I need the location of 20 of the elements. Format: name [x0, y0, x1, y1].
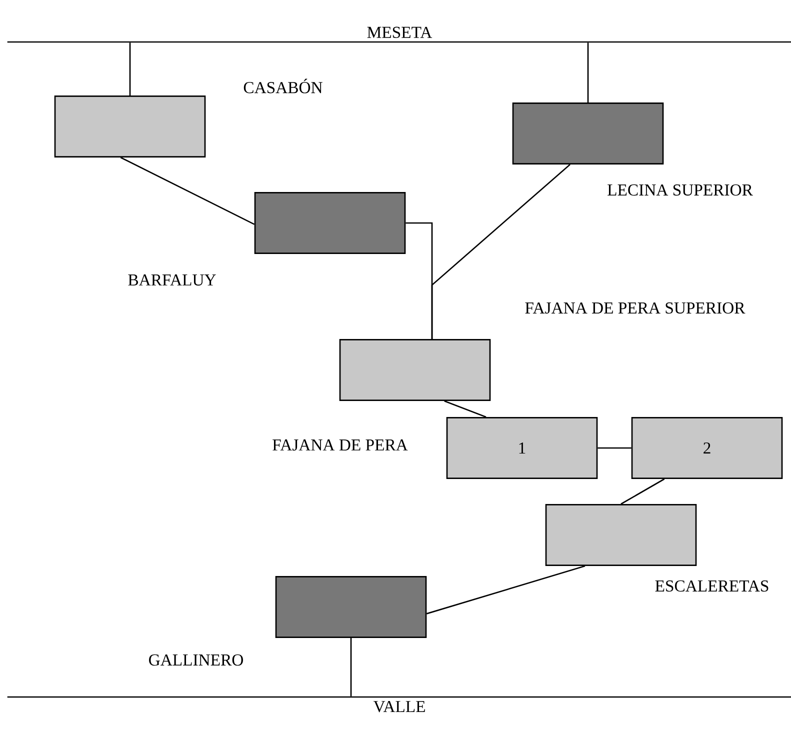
site-label: LECINA SUPERIOR [608, 184, 753, 196]
site-label: CASABÓN [244, 78, 322, 94]
connector-line [129, 42, 131, 96]
site-box: 1 [446, 417, 598, 479]
site-label: ESCALERETAS [655, 580, 768, 592]
connector-line [587, 42, 589, 102]
site-box: 2 [631, 417, 783, 479]
connector-line [431, 164, 570, 339]
site-label: FAJANA DE PERA [272, 439, 408, 451]
connector-line [426, 565, 586, 614]
site-label: GALLINERO [149, 654, 243, 666]
connector-line [620, 478, 665, 505]
connector-line [444, 400, 486, 418]
connector-line [120, 156, 255, 225]
site-label: FAJANA DE PERA SUPERIOR [525, 302, 746, 314]
site-label: BARFALUY [128, 274, 216, 286]
connector-line [598, 447, 632, 449]
boundary-line: MESETA [7, 26, 791, 43]
boundary-line: VALLE [7, 696, 791, 712]
connector-line [350, 638, 352, 696]
